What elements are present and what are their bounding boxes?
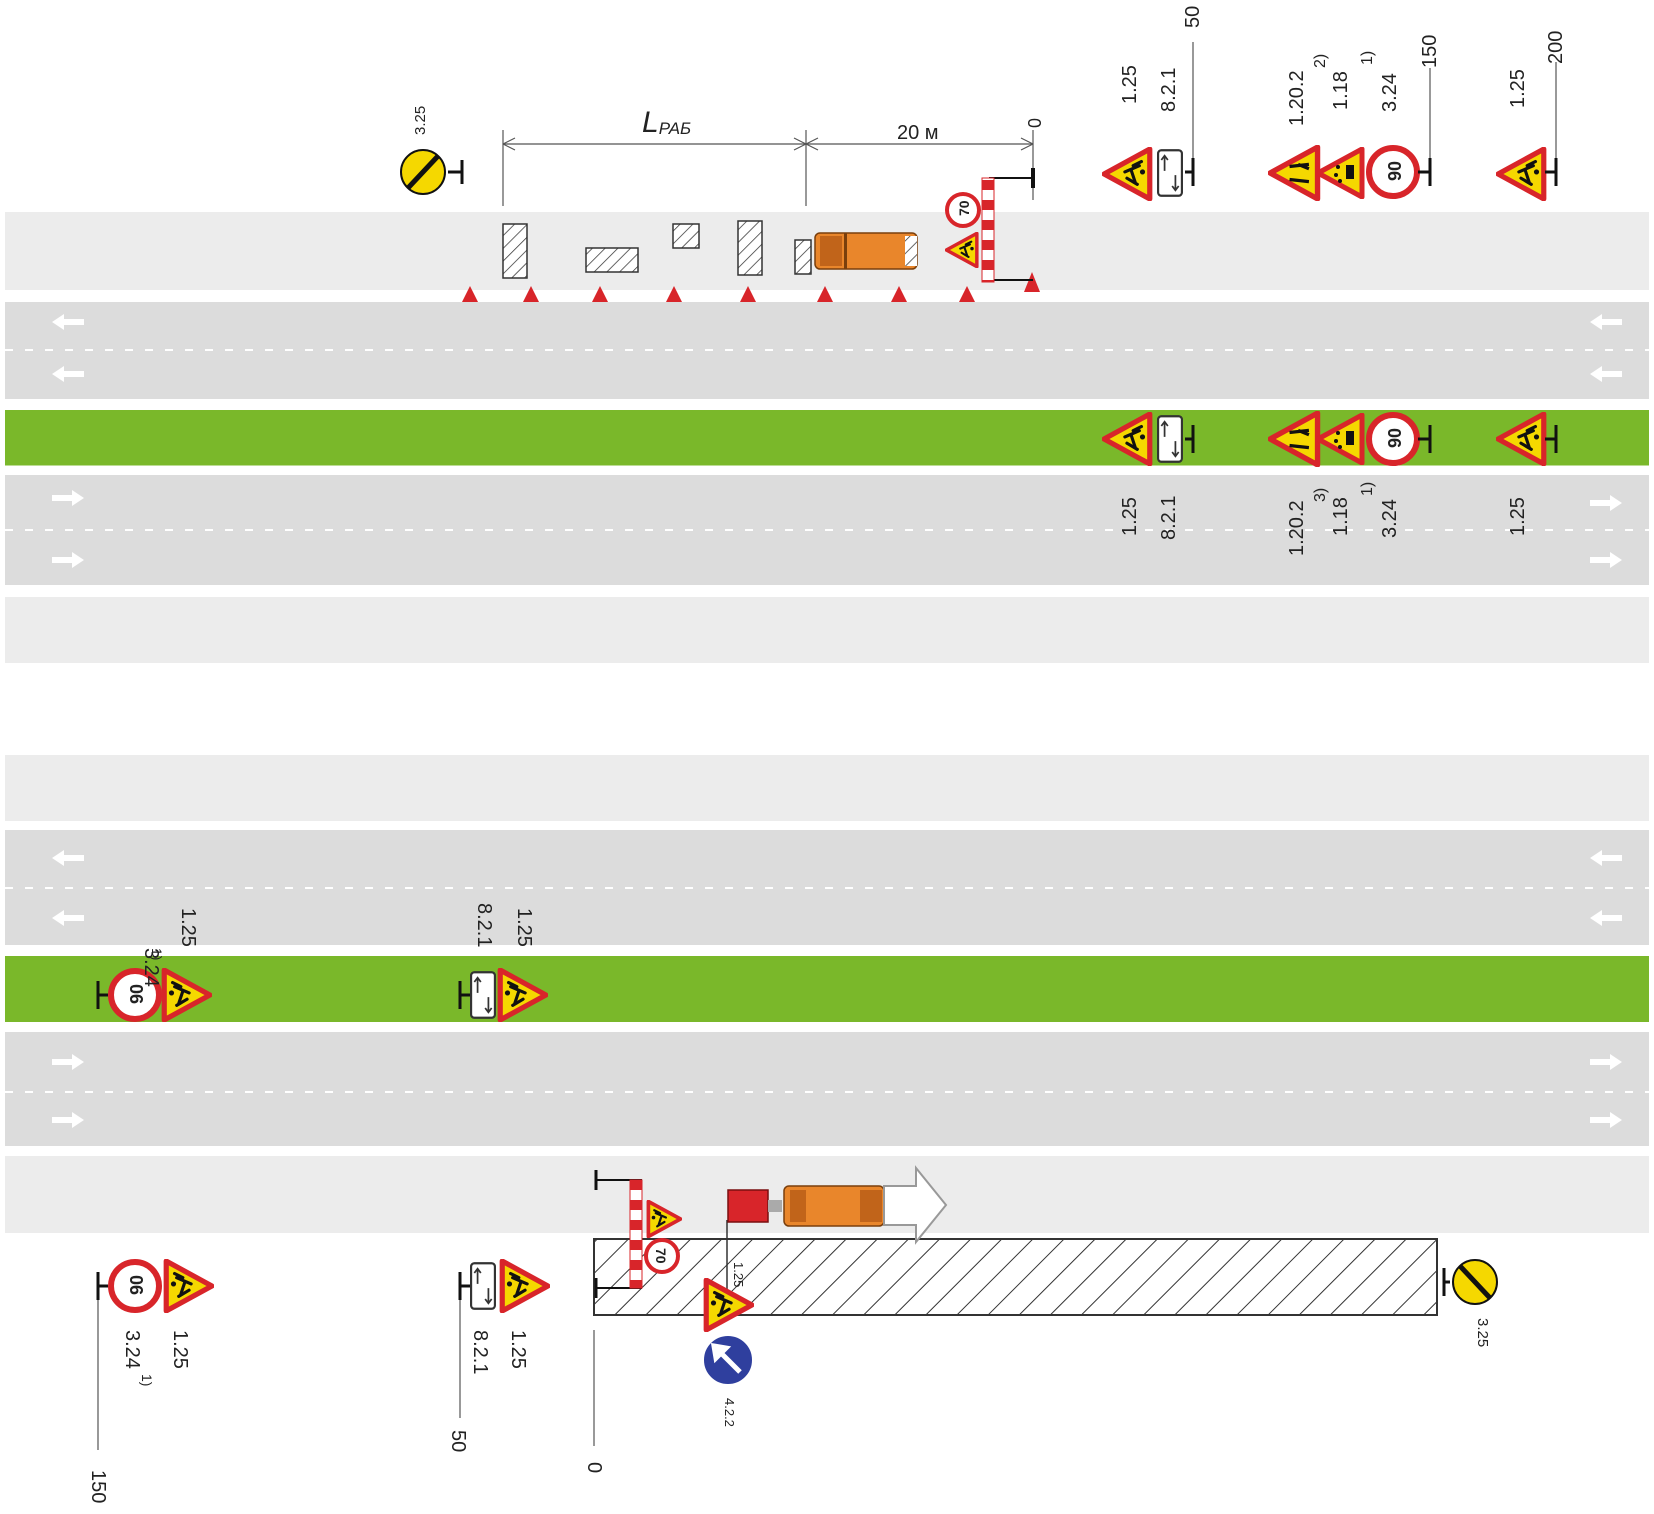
end-restriction-sign-bottom: 3.25	[1442, 1259, 1498, 1347]
median-b-note-1: 1)	[149, 948, 165, 960]
chainage-150-bottom: 150	[87, 1470, 109, 1503]
direction-arrows-bottom	[52, 850, 1622, 1128]
bottom-carriageway-right	[5, 1032, 1649, 1146]
median-b-label-3-24: 3.24	[140, 948, 162, 987]
chainage-200-top: 200	[1545, 31, 1567, 64]
median-group-2-top: 90 1.20.2 3) 1.18 1) 3.24	[1270, 413, 1432, 556]
roadside-b-label-8-2-1: 8.2.1	[469, 1330, 491, 1374]
median-label-1-18: 1.18	[1330, 497, 1352, 536]
median-label-3-24: 3.24	[1379, 499, 1401, 538]
median-label-1-20-2: 1.20.2	[1286, 500, 1308, 556]
median-label-1-25-a: 1.25	[1119, 497, 1141, 536]
end-sign-label-top: 3.25	[412, 106, 429, 135]
chainage-50-bottom: 50	[447, 1430, 469, 1452]
roadside-b-label-1-25-b: 1.25	[507, 1330, 529, 1369]
barrier-speed-value-bottom: 70	[653, 1248, 669, 1264]
median-group-1-top: 1.25 8.2.1	[1104, 414, 1195, 540]
median-label-1-25-b: 1.25	[1507, 497, 1529, 536]
speed-90-top: 90	[1385, 161, 1405, 181]
median-group-2-bottom: 8.2.1 1.25	[458, 903, 546, 1020]
sign-group-50-top: 1.25 8.2.1 50	[1104, 6, 1204, 199]
median-group-1-bottom: 90 3.24 1) 1.25	[96, 908, 210, 1022]
median-b-label-8-2-1: 8.2.1	[473, 903, 495, 947]
distance-20m-label: 20 м	[897, 122, 939, 144]
warning-sign-near-closure: 1.25 4.2.2	[702, 1262, 754, 1427]
keep-sign-label: 4.2.2	[722, 1398, 737, 1427]
end-sign-label-bottom: 3.25	[1474, 1318, 1491, 1347]
sign-group-200-top: 1.25 200	[1498, 31, 1567, 199]
label-8-2-1-g1: 8.2.1	[1158, 68, 1180, 112]
median-b-label-1-25-a: 1.25	[177, 908, 199, 947]
label-1-18-top: 1.18	[1330, 71, 1352, 110]
speed-90-roadside-bottom: 90	[127, 1275, 147, 1295]
label-1-20-2-top: 1.20.2	[1286, 70, 1308, 126]
sign-group-150-top: 90 1.20.2 2) 1.18 1) 3.24 150	[1270, 35, 1441, 199]
label-1-25-g3: 1.25	[1507, 69, 1529, 108]
roadside-group-150-bottom: 90 3.24 1) 1.25 150	[87, 1259, 212, 1503]
l-work-label: LРАБ	[642, 106, 691, 139]
zero-label-top: 0	[1025, 118, 1045, 128]
label-1-25-g1: 1.25	[1119, 65, 1141, 104]
speed-90-median-top: 90	[1385, 428, 1405, 448]
work-length-dimension: LРАБ 20 м 0	[502, 106, 1045, 206]
median-b-label-1-25-b: 1.25	[513, 908, 535, 947]
barrier-bottom: 70	[594, 1170, 682, 1298]
zero-label-bottom: 0	[583, 1462, 605, 1473]
barrier-top: 70	[945, 168, 1035, 283]
chainage-150-top: 150	[1419, 35, 1441, 68]
note-2-top: 2)	[1312, 54, 1329, 68]
roadside-group-50-bottom: 8.2.1 1.25 50	[447, 1261, 548, 1452]
speed-90-median-bottom: 90	[127, 984, 147, 1004]
near-sign-label: 1.25	[731, 1262, 746, 1287]
work-truck-top	[814, 232, 918, 270]
median-group-3-top: 1.25	[1498, 414, 1558, 536]
note-1-top: 1)	[1359, 51, 1376, 65]
end-restriction-sign-top: 3.25	[400, 106, 464, 195]
top-shoulder-right	[5, 597, 1649, 663]
bottom-scheme: 90 3.24 1) 1.25 8.2.1 1.25 70	[5, 755, 1649, 1503]
cones-top	[462, 272, 1040, 302]
work-zone-materials	[502, 220, 812, 279]
label-3-24-top: 3.24	[1379, 73, 1401, 112]
roadside-b-label-3-24: 3.24	[121, 1330, 143, 1369]
bottom-median	[5, 956, 1649, 1022]
direction-arrows-top	[52, 314, 1622, 568]
roadside-b-label-1-25-a: 1.25	[169, 1330, 191, 1369]
median-note-3: 3)	[1312, 488, 1329, 502]
top-scheme: LРАБ 20 м 0 3.25	[5, 6, 1649, 663]
bottom-shoulder-top	[5, 755, 1649, 821]
work-truck-bottom	[726, 1165, 948, 1320]
barrier-speed-value-top: 70	[956, 200, 972, 216]
roadside-b-note-1: 1)	[139, 1374, 155, 1386]
median-note-1: 1)	[1359, 482, 1376, 496]
median-label-8-2-1: 8.2.1	[1158, 496, 1180, 540]
chainage-50-top: 50	[1182, 6, 1204, 28]
